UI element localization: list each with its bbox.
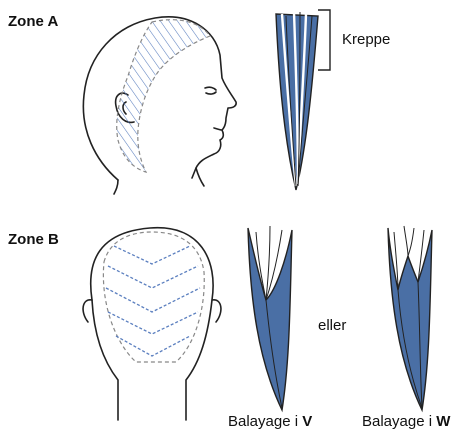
caption-v-prefix: Balayage i: [228, 413, 302, 430]
or-connector: eller: [318, 318, 346, 333]
zone-a-region: [117, 20, 210, 172]
caption-w-letter: W: [436, 413, 450, 430]
zone-b-region: [103, 232, 204, 362]
strand-w: [388, 226, 432, 410]
kreppe-bracket: [318, 10, 330, 70]
kreppe-annotation: Kreppe: [342, 32, 390, 47]
caption-v-letter: V: [302, 413, 312, 430]
caption-w-prefix: Balayage i: [362, 413, 436, 430]
zone-b-label: Zone B: [8, 232, 59, 247]
back-head: [83, 228, 221, 420]
strand-v: [248, 226, 292, 410]
kreppe-strand: [276, 12, 318, 190]
caption-balayage-v: Balayage i V: [228, 414, 312, 429]
zone-a-label: Zone A: [8, 14, 58, 29]
caption-balayage-w: Balayage i W: [362, 414, 450, 429]
